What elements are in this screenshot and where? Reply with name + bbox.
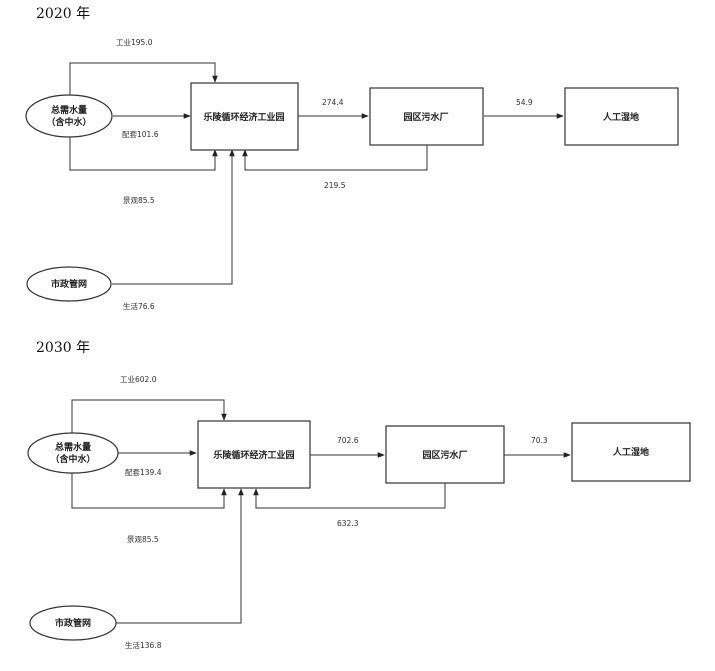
flow-park-to-wwtp-label: 702.6 [337, 436, 359, 445]
flow-landscape-label: 景观85.5 [123, 196, 155, 205]
flow-supporting-label: 配套139.4 [125, 467, 162, 477]
node-total-demand-sublabel: （含中水） [50, 453, 95, 465]
node-wetland-label: 人工湿地 [602, 111, 639, 123]
flow-wwtp-return-label: 632.3 [337, 519, 359, 528]
node-municipal-network: 市政管网 [29, 605, 117, 641]
flow-domestic-label: 生活76.6 [123, 301, 155, 311]
node-municipal-network-label: 市政管网 [51, 278, 87, 290]
node-total-demand-label: 总需水量 [51, 104, 87, 116]
node-municipal-network: 市政管网 [26, 266, 112, 302]
node-municipal-network-label: 市政管网 [55, 617, 91, 629]
flow-industry-label: 工业195.0 [116, 37, 153, 47]
flow-landscape-line [71, 473, 227, 509]
flow-domestic-line [116, 488, 244, 624]
node-total-demand-sublabel: （含中水） [46, 116, 91, 128]
flow-wwtp-return-label: 219.5 [324, 181, 346, 190]
flow-park-to-wwtp-label: 274.4 [322, 98, 344, 107]
flow-landscape-label: 景观85.5 [127, 535, 159, 544]
node-industrial-park: 乐陵循环经济工业园 [197, 420, 311, 489]
node-wetland: 人工湿地 [571, 422, 691, 482]
node-wastewater-plant: 园区污水厂 [385, 425, 505, 484]
flow-wwtp-return-line [242, 145, 428, 171]
node-wetland: 人工湿地 [564, 87, 679, 146]
flow-landscape-line [69, 137, 218, 171]
node-wetland-label: 人工湿地 [612, 446, 649, 458]
flow-industry-label: 工业602.0 [120, 374, 157, 384]
year-title: 2030 年 [36, 340, 90, 356]
node-wastewater-plant-label: 园区污水厂 [403, 111, 448, 123]
node-wastewater-plant: 园区污水厂 [369, 87, 484, 146]
flow-wwtp-return-line [253, 483, 446, 509]
node-industrial-park: 乐陵循环经济工业园 [190, 82, 299, 151]
diagram-2030: 2030 年 总需水量 （含中水） 乐陵循环经济工业园 园区污水厂 人工湿地 [27, 340, 691, 650]
flow-industry-line [71, 399, 227, 433]
flow-domestic-label: 生活136.8 [125, 640, 162, 650]
node-industrial-park-label: 乐陵循环经济工业园 [203, 111, 284, 123]
node-total-demand-label: 总需水量 [55, 441, 91, 453]
flow-wwtp-to-wetland-label: 70.3 [531, 436, 548, 445]
flow-supporting-label: 配套101.6 [122, 129, 159, 139]
flow-domestic-line [112, 149, 235, 285]
node-total-demand: 总需水量 （含中水） [25, 94, 113, 138]
diagram-2020: 2020 年 总需水量 （含中水） 乐陵循环经济工业园 园区污水厂 人工湿地 [25, 6, 679, 311]
flow-wwtp-to-wetland-label: 54.9 [516, 98, 533, 107]
node-industrial-park-label: 乐陵循环经济工业园 [213, 449, 294, 461]
node-total-demand: 总需水量 （含中水） [27, 432, 119, 474]
flow-industry-line [69, 62, 218, 95]
year-title: 2020 年 [36, 6, 90, 22]
node-wastewater-plant-label: 园区污水厂 [422, 449, 467, 461]
